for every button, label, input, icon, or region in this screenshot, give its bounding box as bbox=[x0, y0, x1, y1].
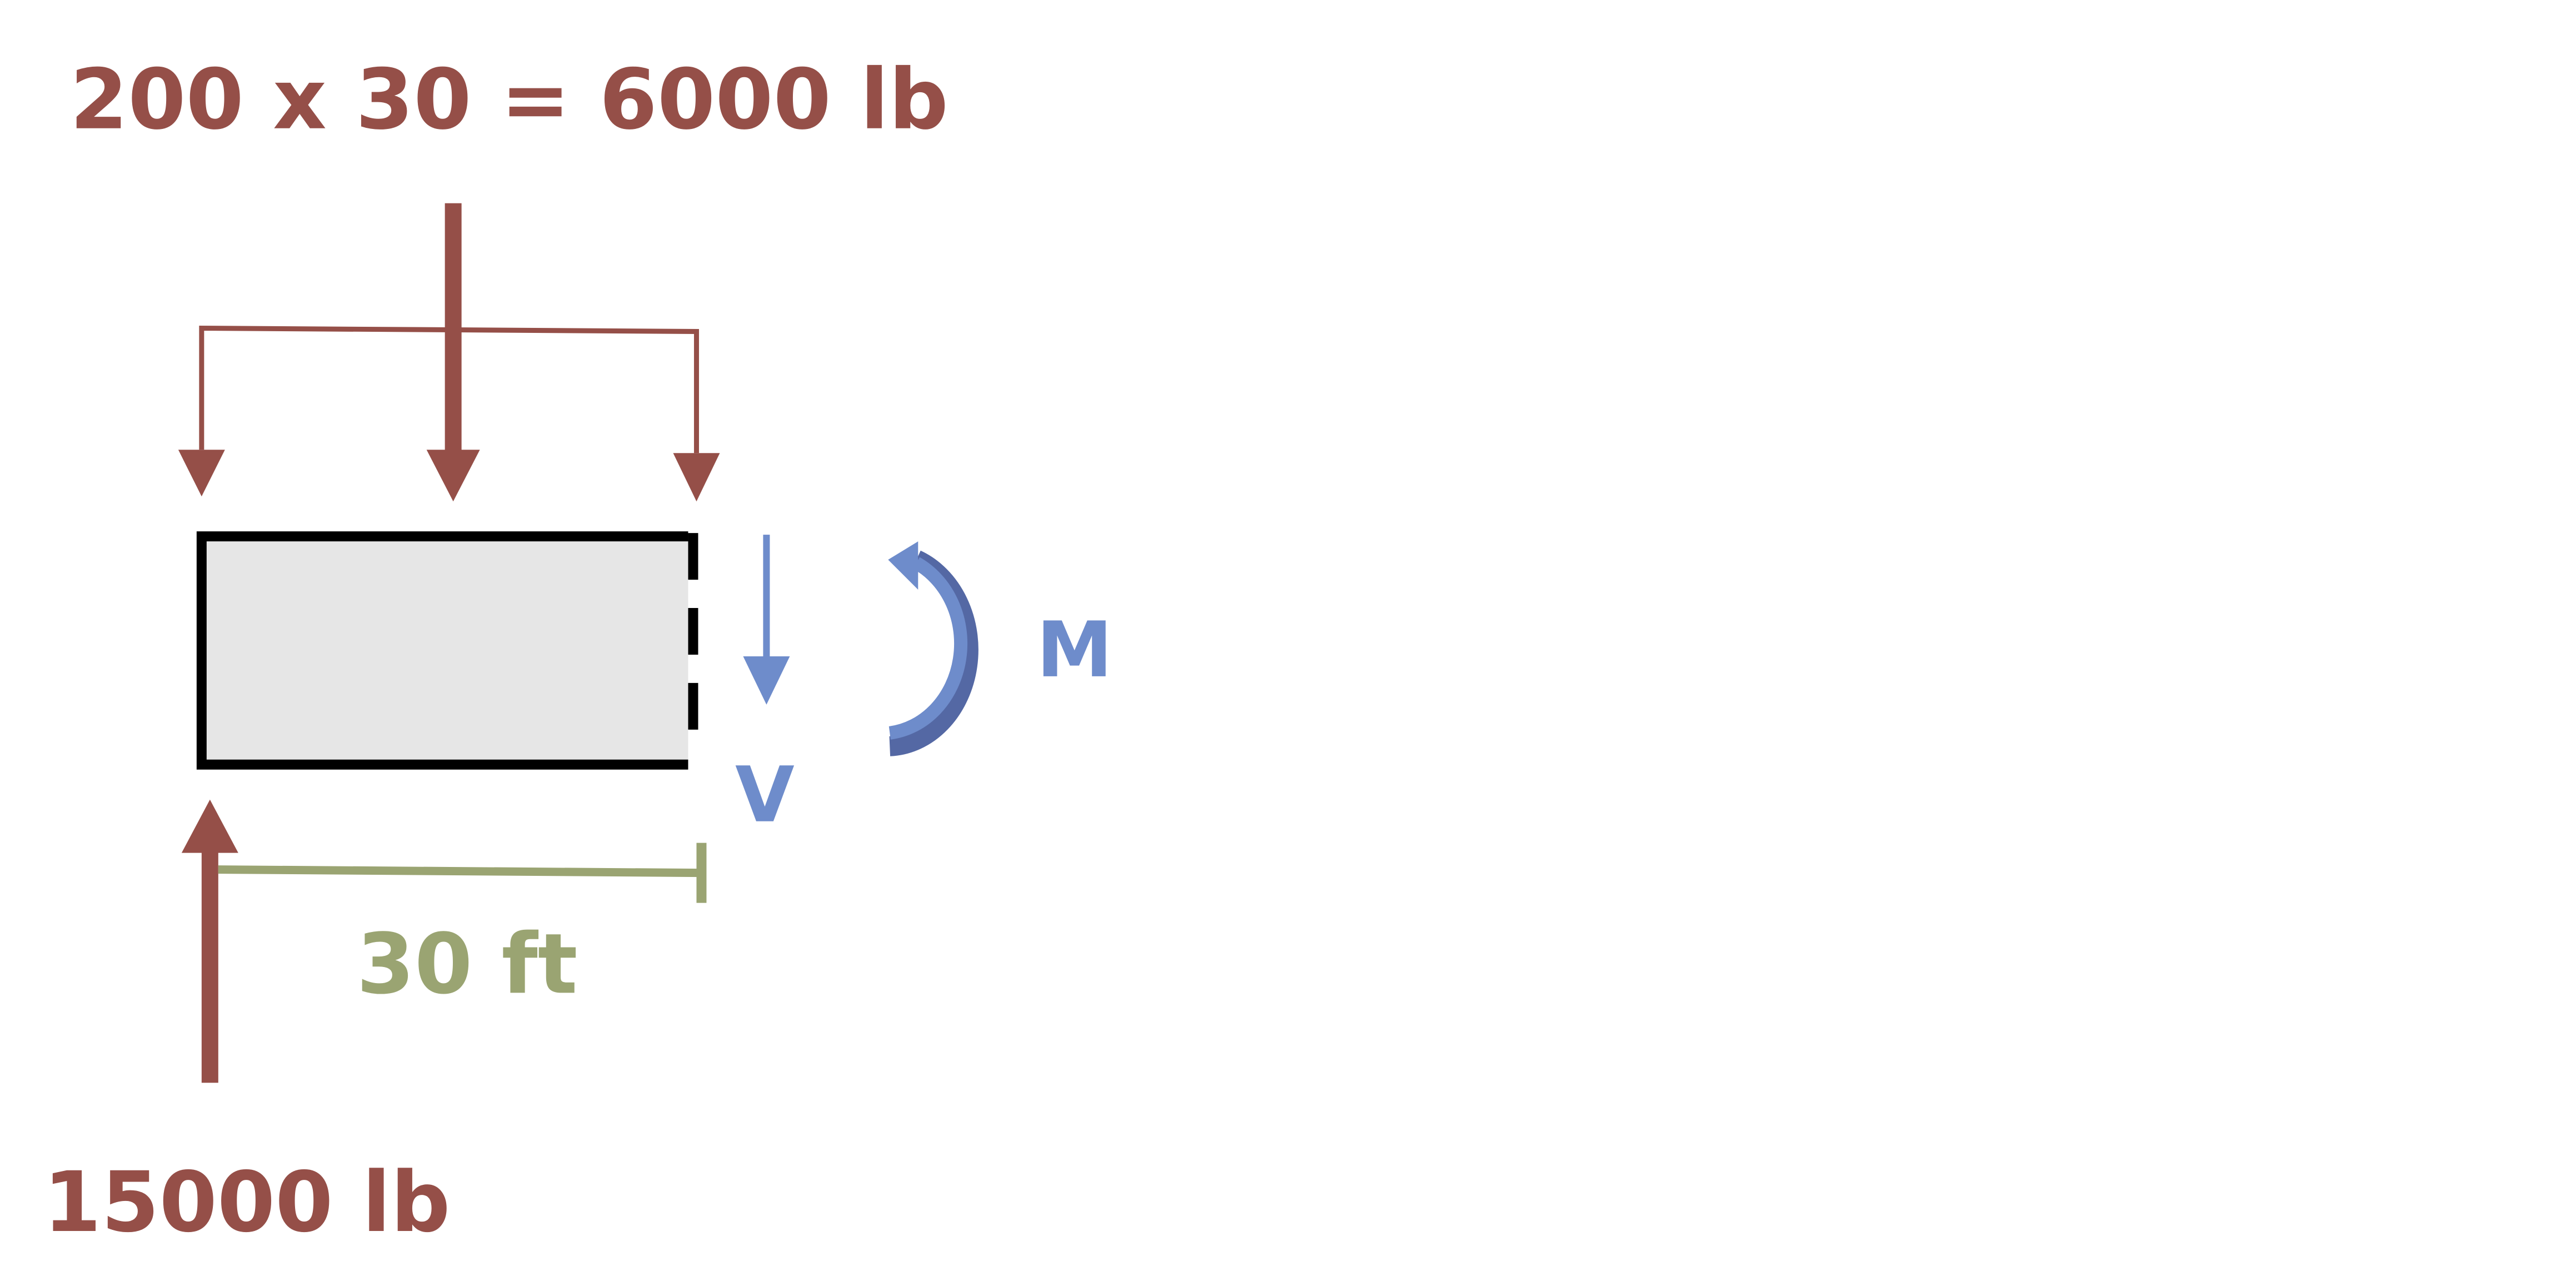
reaction-shaft bbox=[201, 849, 218, 1083]
resultant-shaft bbox=[445, 203, 462, 453]
beam-body bbox=[196, 531, 688, 770]
distributed-load-label: 200 x 30 = 6000 lb bbox=[70, 52, 948, 148]
reaction-arrow bbox=[181, 799, 238, 1083]
shear-force-arrow bbox=[743, 535, 790, 705]
moment-arc-light bbox=[888, 557, 968, 740]
reaction-arrowhead bbox=[181, 799, 238, 853]
beam-segment bbox=[196, 531, 698, 770]
moment-arrow bbox=[888, 541, 979, 756]
dimension-line bbox=[218, 865, 702, 878]
shear-label: V bbox=[735, 750, 795, 840]
resultant-arrowhead bbox=[426, 450, 480, 502]
load-arrow-left bbox=[178, 450, 225, 497]
load-arrow-right bbox=[673, 453, 720, 502]
length-label: 30 ft bbox=[357, 916, 578, 1013]
length-dimension bbox=[218, 843, 707, 903]
moment-arrowhead bbox=[888, 541, 918, 590]
moment-label: M bbox=[1036, 605, 1112, 695]
shear-arrowhead bbox=[743, 656, 790, 705]
reaction-label: 15000 lb bbox=[43, 1154, 450, 1251]
resultant-load-arrow bbox=[426, 203, 480, 502]
